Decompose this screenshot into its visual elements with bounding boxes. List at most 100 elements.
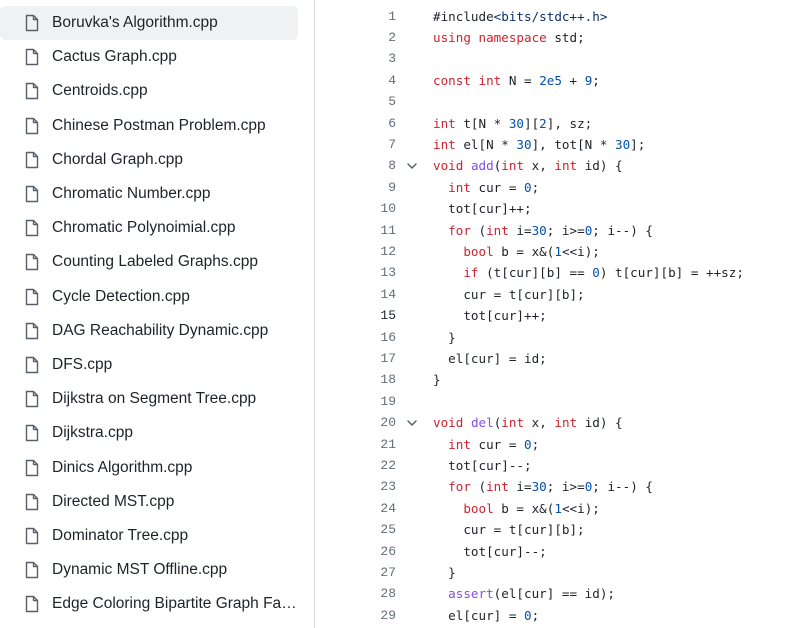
line-number[interactable]: 6 bbox=[388, 115, 396, 131]
file-item[interactable]: Edge Coloring Bipartite Graph Fast... bbox=[0, 587, 298, 621]
file-item[interactable]: Dynamic MST Offline.cpp bbox=[0, 553, 298, 587]
file-icon bbox=[24, 219, 40, 237]
line-number[interactable]: 16 bbox=[380, 329, 396, 345]
chevron-down-icon[interactable] bbox=[406, 417, 418, 429]
code-line: 9 int cur = 0; bbox=[316, 177, 800, 198]
code-token: N = bbox=[501, 72, 540, 88]
code-token: std; bbox=[546, 30, 585, 46]
file-item[interactable]: Chromatic Number.cpp bbox=[0, 177, 298, 211]
code-line: 17 el[cur] = id; bbox=[316, 348, 800, 369]
line-number[interactable]: 2 bbox=[388, 30, 396, 46]
code-token: (el[cur] == id); bbox=[493, 586, 615, 602]
code-token: id) { bbox=[577, 158, 623, 174]
code-text: assert(el[cur] == id); bbox=[433, 586, 615, 601]
line-number[interactable]: 26 bbox=[380, 543, 396, 559]
code-token: del bbox=[470, 415, 494, 431]
code-token: el[N * bbox=[455, 137, 517, 153]
code-token: } bbox=[433, 372, 441, 388]
code-token: int bbox=[448, 436, 471, 452]
code-line: 10 tot[cur]++; bbox=[316, 198, 800, 219]
code-token: int bbox=[501, 158, 525, 174]
code-token: 30 bbox=[531, 222, 547, 238]
code-token: int bbox=[554, 415, 578, 431]
code-line: 5 bbox=[316, 91, 800, 112]
file-item[interactable]: Cycle Detection.cpp bbox=[0, 280, 298, 314]
code-token: int bbox=[433, 137, 456, 153]
code-line: 16 } bbox=[316, 327, 800, 348]
code-token: x, bbox=[524, 158, 555, 174]
code-token: #include bbox=[433, 8, 494, 24]
file-item[interactable]: Chordal Graph.cpp bbox=[0, 143, 298, 177]
file-item-label: DFS.cpp bbox=[52, 356, 113, 373]
line-number[interactable]: 14 bbox=[380, 286, 396, 302]
code-token: } bbox=[433, 329, 456, 345]
file-item[interactable]: Dinics Algorithm.cpp bbox=[0, 451, 298, 485]
line-number[interactable]: 19 bbox=[380, 393, 396, 409]
file-item[interactable]: Centroids.cpp bbox=[0, 74, 298, 108]
code-text: } bbox=[433, 372, 441, 387]
file-item[interactable]: Directed MST.cpp bbox=[0, 485, 298, 519]
line-number[interactable]: 18 bbox=[380, 372, 396, 388]
code-token: for bbox=[448, 222, 471, 238]
line-number[interactable]: 20 bbox=[380, 415, 396, 431]
file-icon bbox=[24, 390, 40, 408]
file-item[interactable]: Dominator Tree.cpp bbox=[0, 519, 298, 553]
file-icon bbox=[24, 527, 40, 545]
file-item[interactable]: Dijkstra on Segment Tree.cpp bbox=[0, 382, 298, 416]
line-number[interactable]: 4 bbox=[388, 72, 396, 88]
code-line: 23 for (int i=30; i>=0; i--) { bbox=[316, 476, 800, 497]
line-number[interactable]: 27 bbox=[380, 565, 396, 581]
file-item[interactable]: DAG Reachability Dynamic.cpp bbox=[0, 314, 298, 348]
line-number[interactable]: 11 bbox=[380, 222, 396, 238]
code-token: <bits/stdc++.h> bbox=[493, 8, 608, 24]
file-icon bbox=[24, 82, 40, 100]
line-number[interactable]: 12 bbox=[380, 244, 396, 260]
code-token: 30 bbox=[615, 137, 631, 153]
code-text: tot[cur]--; bbox=[433, 458, 531, 473]
file-item[interactable]: Chinese Postman Problem.cpp bbox=[0, 109, 298, 143]
file-item-label: DAG Reachability Dynamic.cpp bbox=[52, 321, 269, 339]
code-token: el[cur] = id; bbox=[433, 351, 547, 367]
line-number[interactable]: 10 bbox=[380, 201, 396, 217]
code-token: int bbox=[433, 115, 456, 131]
line-number[interactable]: 17 bbox=[380, 351, 396, 367]
code-token: int bbox=[448, 179, 471, 195]
code-text: int cur = 0; bbox=[433, 180, 539, 195]
line-number[interactable]: 5 bbox=[388, 94, 396, 110]
line-number[interactable]: 7 bbox=[388, 137, 396, 153]
line-number[interactable]: 1 bbox=[388, 8, 396, 24]
line-number[interactable]: 21 bbox=[380, 436, 396, 452]
line-number[interactable]: 28 bbox=[380, 586, 396, 602]
file-icon bbox=[24, 595, 40, 613]
line-number[interactable]: 25 bbox=[380, 522, 396, 538]
file-item[interactable]: DFS.cpp bbox=[0, 348, 298, 382]
code-token: int bbox=[478, 72, 502, 88]
code-token: 0 bbox=[584, 479, 593, 495]
line-number[interactable]: 29 bbox=[380, 607, 396, 623]
chevron-down-icon[interactable] bbox=[406, 160, 418, 172]
line-number[interactable]: 22 bbox=[380, 458, 396, 474]
line-number[interactable]: 15 bbox=[380, 308, 396, 324]
code-line: 28 assert(el[cur] == id); bbox=[316, 583, 800, 604]
file-item-label: Directed MST.cpp bbox=[52, 492, 175, 510]
code-token: 0 bbox=[524, 436, 532, 452]
code-token: ; bbox=[531, 179, 540, 195]
line-number[interactable]: 8 bbox=[388, 158, 396, 174]
line-number[interactable]: 3 bbox=[388, 51, 396, 67]
file-item[interactable]: Counting Labeled Graphs.cpp bbox=[0, 245, 298, 279]
code-token bbox=[433, 479, 448, 494]
code-token: namespace bbox=[478, 30, 547, 46]
line-number[interactable]: 24 bbox=[380, 500, 396, 516]
code-token: ; i>= bbox=[546, 479, 585, 495]
file-item[interactable]: Cactus Graph.cpp bbox=[0, 40, 298, 74]
file-item[interactable]: Dijkstra.cpp bbox=[0, 416, 298, 450]
line-number[interactable]: 13 bbox=[380, 265, 396, 281]
line-number[interactable]: 23 bbox=[380, 479, 396, 495]
code-line: 27 } bbox=[316, 562, 800, 583]
file-item[interactable]: Chromatic Polynoimial.cpp bbox=[0, 211, 298, 245]
file-item[interactable]: Boruvka's Algorithm.cpp bbox=[0, 6, 298, 40]
code-text: } bbox=[433, 565, 456, 580]
line-number[interactable]: 9 bbox=[388, 179, 396, 195]
code-text: int el[N * 30], tot[N * 30]; bbox=[433, 137, 645, 152]
